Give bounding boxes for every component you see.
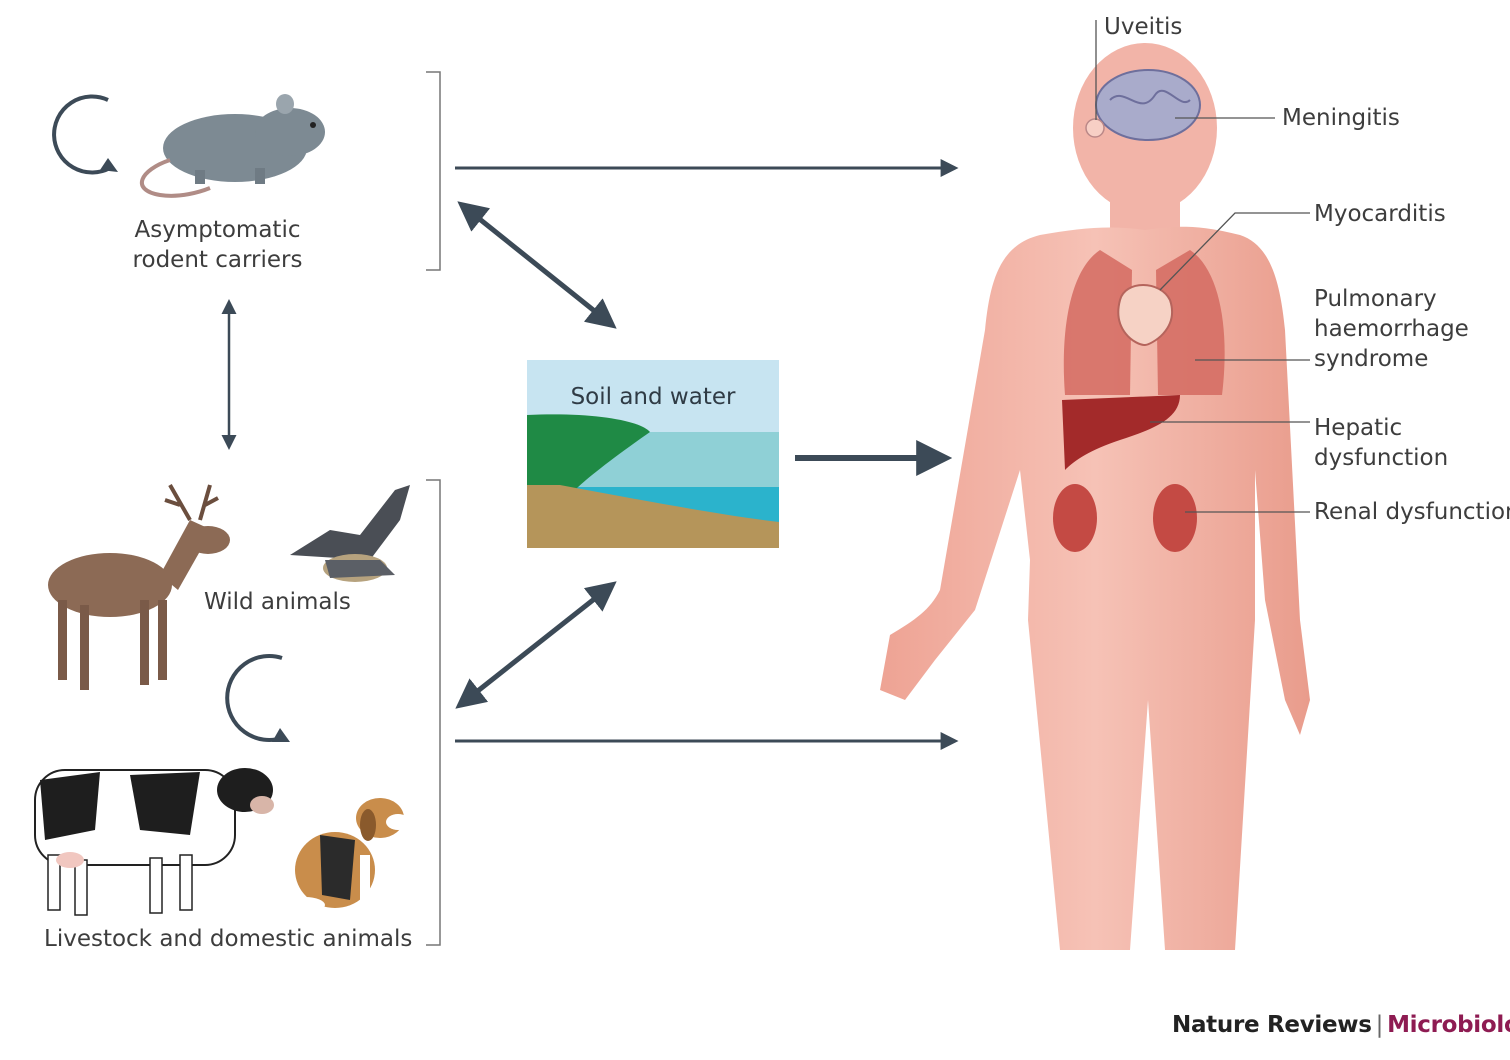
cow-icon <box>35 768 274 915</box>
renal-label: Renal dysfunction <box>1314 497 1510 527</box>
rodent-carriers-label: Asymptomatic rodent carriers <box>120 215 315 275</box>
journal-credit: Nature Reviews|Microbiology <box>1172 1012 1510 1038</box>
rodent-soil-arrow <box>462 205 612 325</box>
rodent-bracket <box>426 72 440 270</box>
myocarditis-label: Myocarditis <box>1314 199 1446 229</box>
human-body-icon <box>880 43 1310 950</box>
soil-water-label: Soil and water <box>527 384 779 410</box>
rodent-icon <box>142 94 325 196</box>
journal-name: Nature Reviews <box>1172 1012 1372 1038</box>
bat-icon <box>290 485 410 582</box>
uveitis-label: Uveitis <box>1104 12 1182 42</box>
livestock-label: Livestock and domestic animals <box>44 924 412 954</box>
meningitis-label: Meningitis <box>1282 103 1400 133</box>
animals-soil-arrow <box>460 585 612 705</box>
hepatic-label: Hepatic dysfunction <box>1314 413 1448 473</box>
dog-icon <box>285 798 410 913</box>
animals-bracket <box>426 480 440 945</box>
credit-separator: | <box>1372 1012 1387 1038</box>
animal-cycle-icon <box>227 656 290 742</box>
pulmonary-label: Pulmonary haemorrhage syndrome <box>1314 284 1469 374</box>
deer-icon <box>48 485 230 690</box>
journal-subject: Microbiology <box>1387 1012 1510 1038</box>
wild-animals-label: Wild animals <box>204 587 351 617</box>
rodent-cycle-icon <box>54 96 118 172</box>
